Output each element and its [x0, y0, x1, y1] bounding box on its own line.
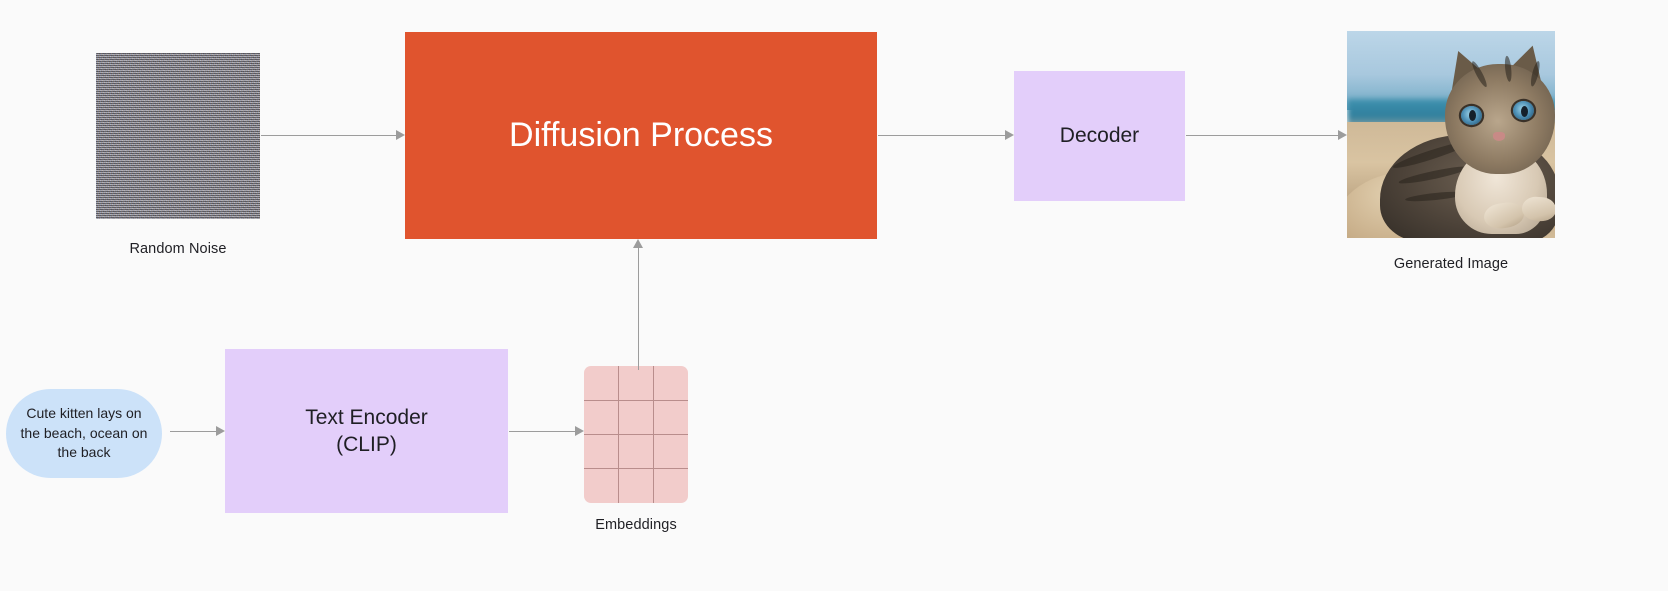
text-encoder-label-line1: Text Encoder — [305, 405, 428, 429]
text-encoder-box[interactable]: Text Encoder (CLIP) — [225, 349, 508, 513]
diffusion-process-label: Diffusion Process — [509, 116, 773, 155]
text-encoder-label-line2: (CLIP) — [336, 433, 397, 456]
embeddings-caption: Embeddings — [595, 517, 677, 533]
arrow-head-embeddings-to-diffusion — [633, 239, 643, 248]
kitten-eye-left — [1461, 105, 1483, 125]
arrow-head-prompt-to-text-encoder — [216, 426, 225, 436]
connector-text-encoder-to-embeddings — [509, 431, 575, 433]
random-noise-caption: Random Noise — [129, 241, 227, 257]
connector-noise-to-diffusion — [261, 135, 396, 137]
connector-diffusion-to-decoder — [878, 135, 1005, 137]
connector-embeddings-to-diffusion — [638, 248, 640, 370]
random-noise-image — [96, 53, 260, 219]
arrow-head-decoder-to-generated-image — [1338, 130, 1347, 140]
arrow-head-text-encoder-to-embeddings — [575, 426, 584, 436]
arrow-head-diffusion-to-decoder — [1005, 130, 1014, 140]
connector-decoder-to-generated-image — [1186, 135, 1338, 137]
kitten-pupil-left — [1469, 109, 1477, 121]
kitten-pupil-right — [1521, 105, 1529, 117]
kitten-nose — [1492, 132, 1505, 142]
embeddings-grid-line-h2 — [584, 434, 688, 435]
decoder-label: Decoder — [1059, 124, 1140, 148]
arrow-head-noise-to-diffusion — [396, 130, 405, 140]
embeddings-grid-line-h3 — [584, 468, 688, 469]
diffusion-process-box[interactable]: Diffusion Process — [405, 32, 877, 239]
generated-image — [1347, 31, 1555, 238]
kitten-eye-right — [1513, 101, 1535, 121]
embeddings-grid — [584, 366, 688, 503]
prompt-text: Cute kitten lays on the beach, ocean on … — [20, 404, 148, 461]
connector-prompt-to-text-encoder — [170, 431, 216, 433]
generated-image-caption: Generated Image — [1393, 256, 1509, 272]
embeddings-grid-line-h1 — [584, 400, 688, 401]
prompt-bubble[interactable]: Cute kitten lays on the beach, ocean on … — [6, 389, 162, 478]
decoder-box[interactable]: Decoder — [1014, 71, 1185, 201]
